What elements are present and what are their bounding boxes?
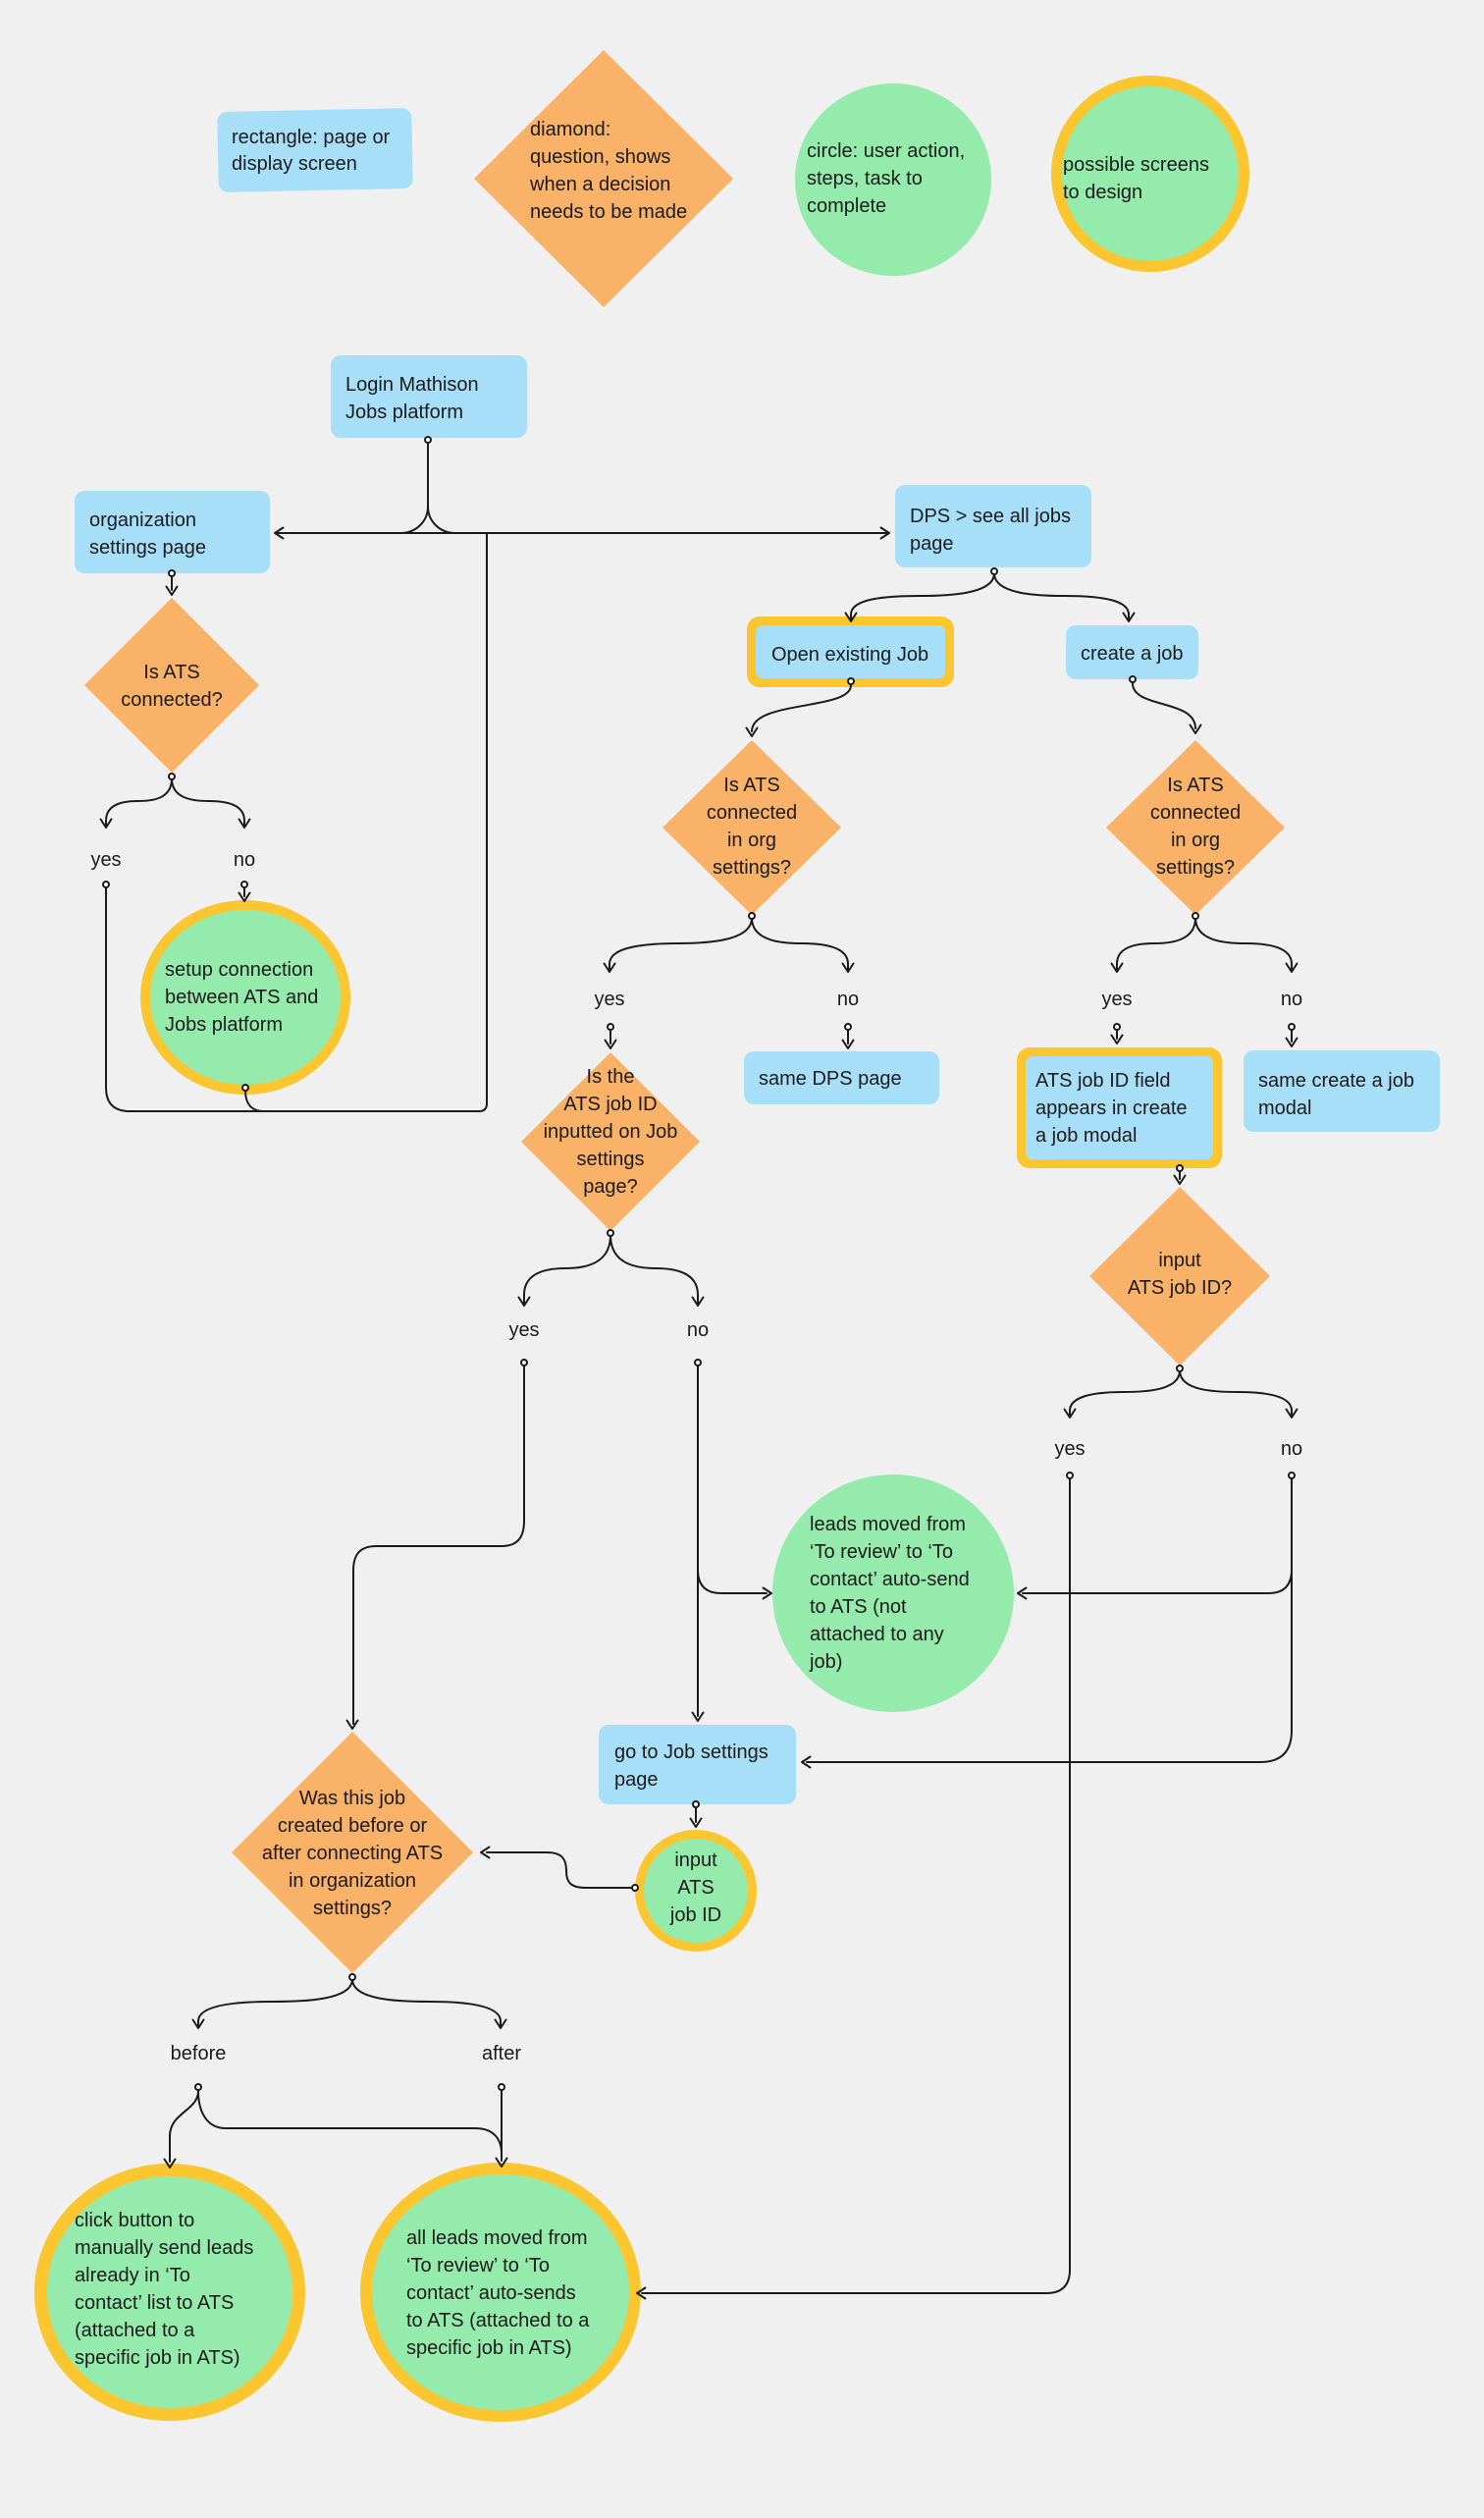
- svg-text:question, shows: question, shows: [530, 146, 670, 168]
- svg-text:to ATS (not: to ATS (not: [810, 1596, 907, 1618]
- svg-text:all leads moved from: all leads moved from: [406, 2227, 588, 2249]
- svg-text:in organization: in organization: [289, 1870, 416, 1892]
- svg-text:created before or: created before or: [278, 1815, 428, 1837]
- svg-text:Is ATS: Is ATS: [723, 775, 779, 796]
- svg-text:between ATS and: between ATS and: [165, 987, 318, 1008]
- svg-text:yes: yes: [594, 989, 624, 1010]
- svg-text:to ATS (attached to a: to ATS (attached to a: [406, 2310, 590, 2331]
- svg-text:complete: complete: [807, 195, 886, 217]
- svg-text:Jobs platform: Jobs platform: [345, 402, 463, 423]
- svg-text:settings?: settings?: [713, 857, 791, 879]
- svg-text:‘To review’ to ‘To: ‘To review’ to ‘To: [406, 2255, 550, 2277]
- svg-text:settings: settings: [577, 1149, 645, 1170]
- svg-text:manually send leads: manually send leads: [75, 2237, 253, 2259]
- svg-text:input: input: [674, 1849, 717, 1871]
- svg-text:yes: yes: [508, 1319, 539, 1341]
- svg-text:‘To review’ to ‘To: ‘To review’ to ‘To: [810, 1541, 953, 1563]
- svg-text:connected: connected: [1150, 802, 1241, 824]
- svg-text:Was this job: Was this job: [299, 1788, 405, 1809]
- svg-text:input: input: [1158, 1250, 1201, 1271]
- svg-text:when a decision: when a decision: [529, 174, 670, 195]
- svg-text:no: no: [687, 1319, 709, 1341]
- svg-text:before: before: [171, 2043, 227, 2064]
- svg-text:contact’ auto-sends: contact’ auto-sends: [406, 2282, 576, 2304]
- svg-text:no: no: [234, 849, 255, 871]
- svg-text:(attached to a: (attached to a: [75, 2320, 195, 2341]
- svg-text:to design: to design: [1063, 182, 1142, 203]
- svg-text:display screen: display screen: [232, 153, 357, 175]
- svg-text:leads moved from: leads moved from: [810, 1514, 966, 1535]
- svg-text:job ID: job ID: [669, 1904, 721, 1926]
- svg-text:page: page: [910, 533, 954, 555]
- svg-text:specific job in ATS): specific job in ATS): [75, 2347, 240, 2369]
- svg-text:inputted on Job: inputted on Job: [544, 1121, 678, 1143]
- svg-text:possible screens: possible screens: [1063, 154, 1209, 176]
- svg-text:yes: yes: [1101, 989, 1132, 1010]
- svg-text:Login Mathison: Login Mathison: [345, 374, 479, 396]
- svg-text:ATS job ID?: ATS job ID?: [1128, 1277, 1232, 1299]
- svg-text:circle: user action,: circle: user action,: [807, 140, 965, 162]
- svg-text:Jobs platform: Jobs platform: [165, 1014, 283, 1036]
- svg-text:settings?: settings?: [1156, 857, 1235, 879]
- svg-text:connected?: connected?: [121, 689, 222, 711]
- svg-text:no: no: [837, 989, 859, 1010]
- svg-text:no: no: [1281, 1438, 1302, 1460]
- svg-text:after: after: [482, 2043, 521, 2064]
- svg-text:click button to: click button to: [75, 2210, 194, 2231]
- svg-text:same DPS page: same DPS page: [759, 1068, 902, 1090]
- svg-text:ATS job ID: ATS job ID: [563, 1094, 657, 1115]
- svg-text:yes: yes: [1054, 1438, 1085, 1460]
- svg-text:setup connection: setup connection: [165, 959, 313, 981]
- svg-text:connected: connected: [707, 802, 797, 824]
- svg-text:Is ATS: Is ATS: [1167, 775, 1223, 796]
- svg-text:ATS: ATS: [677, 1877, 714, 1899]
- svg-text:organization: organization: [89, 509, 196, 531]
- svg-text:modal: modal: [1258, 1098, 1311, 1119]
- svg-text:job): job): [809, 1651, 842, 1673]
- svg-text:no: no: [1281, 989, 1302, 1010]
- svg-text:a job modal: a job modal: [1035, 1125, 1137, 1147]
- svg-text:contact’ list to ATS: contact’ list to ATS: [75, 2292, 234, 2314]
- svg-text:after connecting ATS: after connecting ATS: [262, 1843, 443, 1864]
- svg-text:page: page: [614, 1769, 659, 1791]
- svg-text:diamond:: diamond:: [530, 119, 610, 140]
- svg-text:Is the: Is the: [587, 1066, 635, 1088]
- svg-text:Open existing Job: Open existing Job: [771, 644, 928, 666]
- svg-text:DPS > see all jobs: DPS > see all jobs: [910, 506, 1071, 527]
- svg-text:appears in create: appears in create: [1035, 1098, 1188, 1119]
- svg-text:attached to any: attached to any: [810, 1624, 944, 1645]
- svg-text:Is ATS: Is ATS: [143, 662, 199, 683]
- svg-text:needs to be made: needs to be made: [530, 201, 687, 223]
- svg-text:ATS job ID field: ATS job ID field: [1035, 1070, 1170, 1092]
- svg-text:rectangle: page or: rectangle: page or: [232, 127, 391, 148]
- svg-text:go to Job settings: go to Job settings: [614, 1741, 768, 1763]
- svg-text:contact’ auto-send: contact’ auto-send: [810, 1569, 970, 1590]
- svg-text:page?: page?: [583, 1176, 638, 1198]
- svg-text:already in ‘To: already in ‘To: [75, 2265, 190, 2286]
- svg-text:same create a job: same create a job: [1258, 1070, 1414, 1092]
- svg-text:specific job in ATS): specific job in ATS): [406, 2337, 572, 2359]
- svg-text:settings page: settings page: [89, 537, 206, 559]
- svg-text:settings?: settings?: [313, 1898, 392, 1919]
- svg-text:in org: in org: [1171, 830, 1220, 851]
- svg-text:create a job: create a job: [1081, 643, 1184, 665]
- svg-text:steps, task to: steps, task to: [807, 168, 923, 189]
- svg-text:in org: in org: [727, 830, 776, 851]
- svg-text:yes: yes: [90, 849, 121, 871]
